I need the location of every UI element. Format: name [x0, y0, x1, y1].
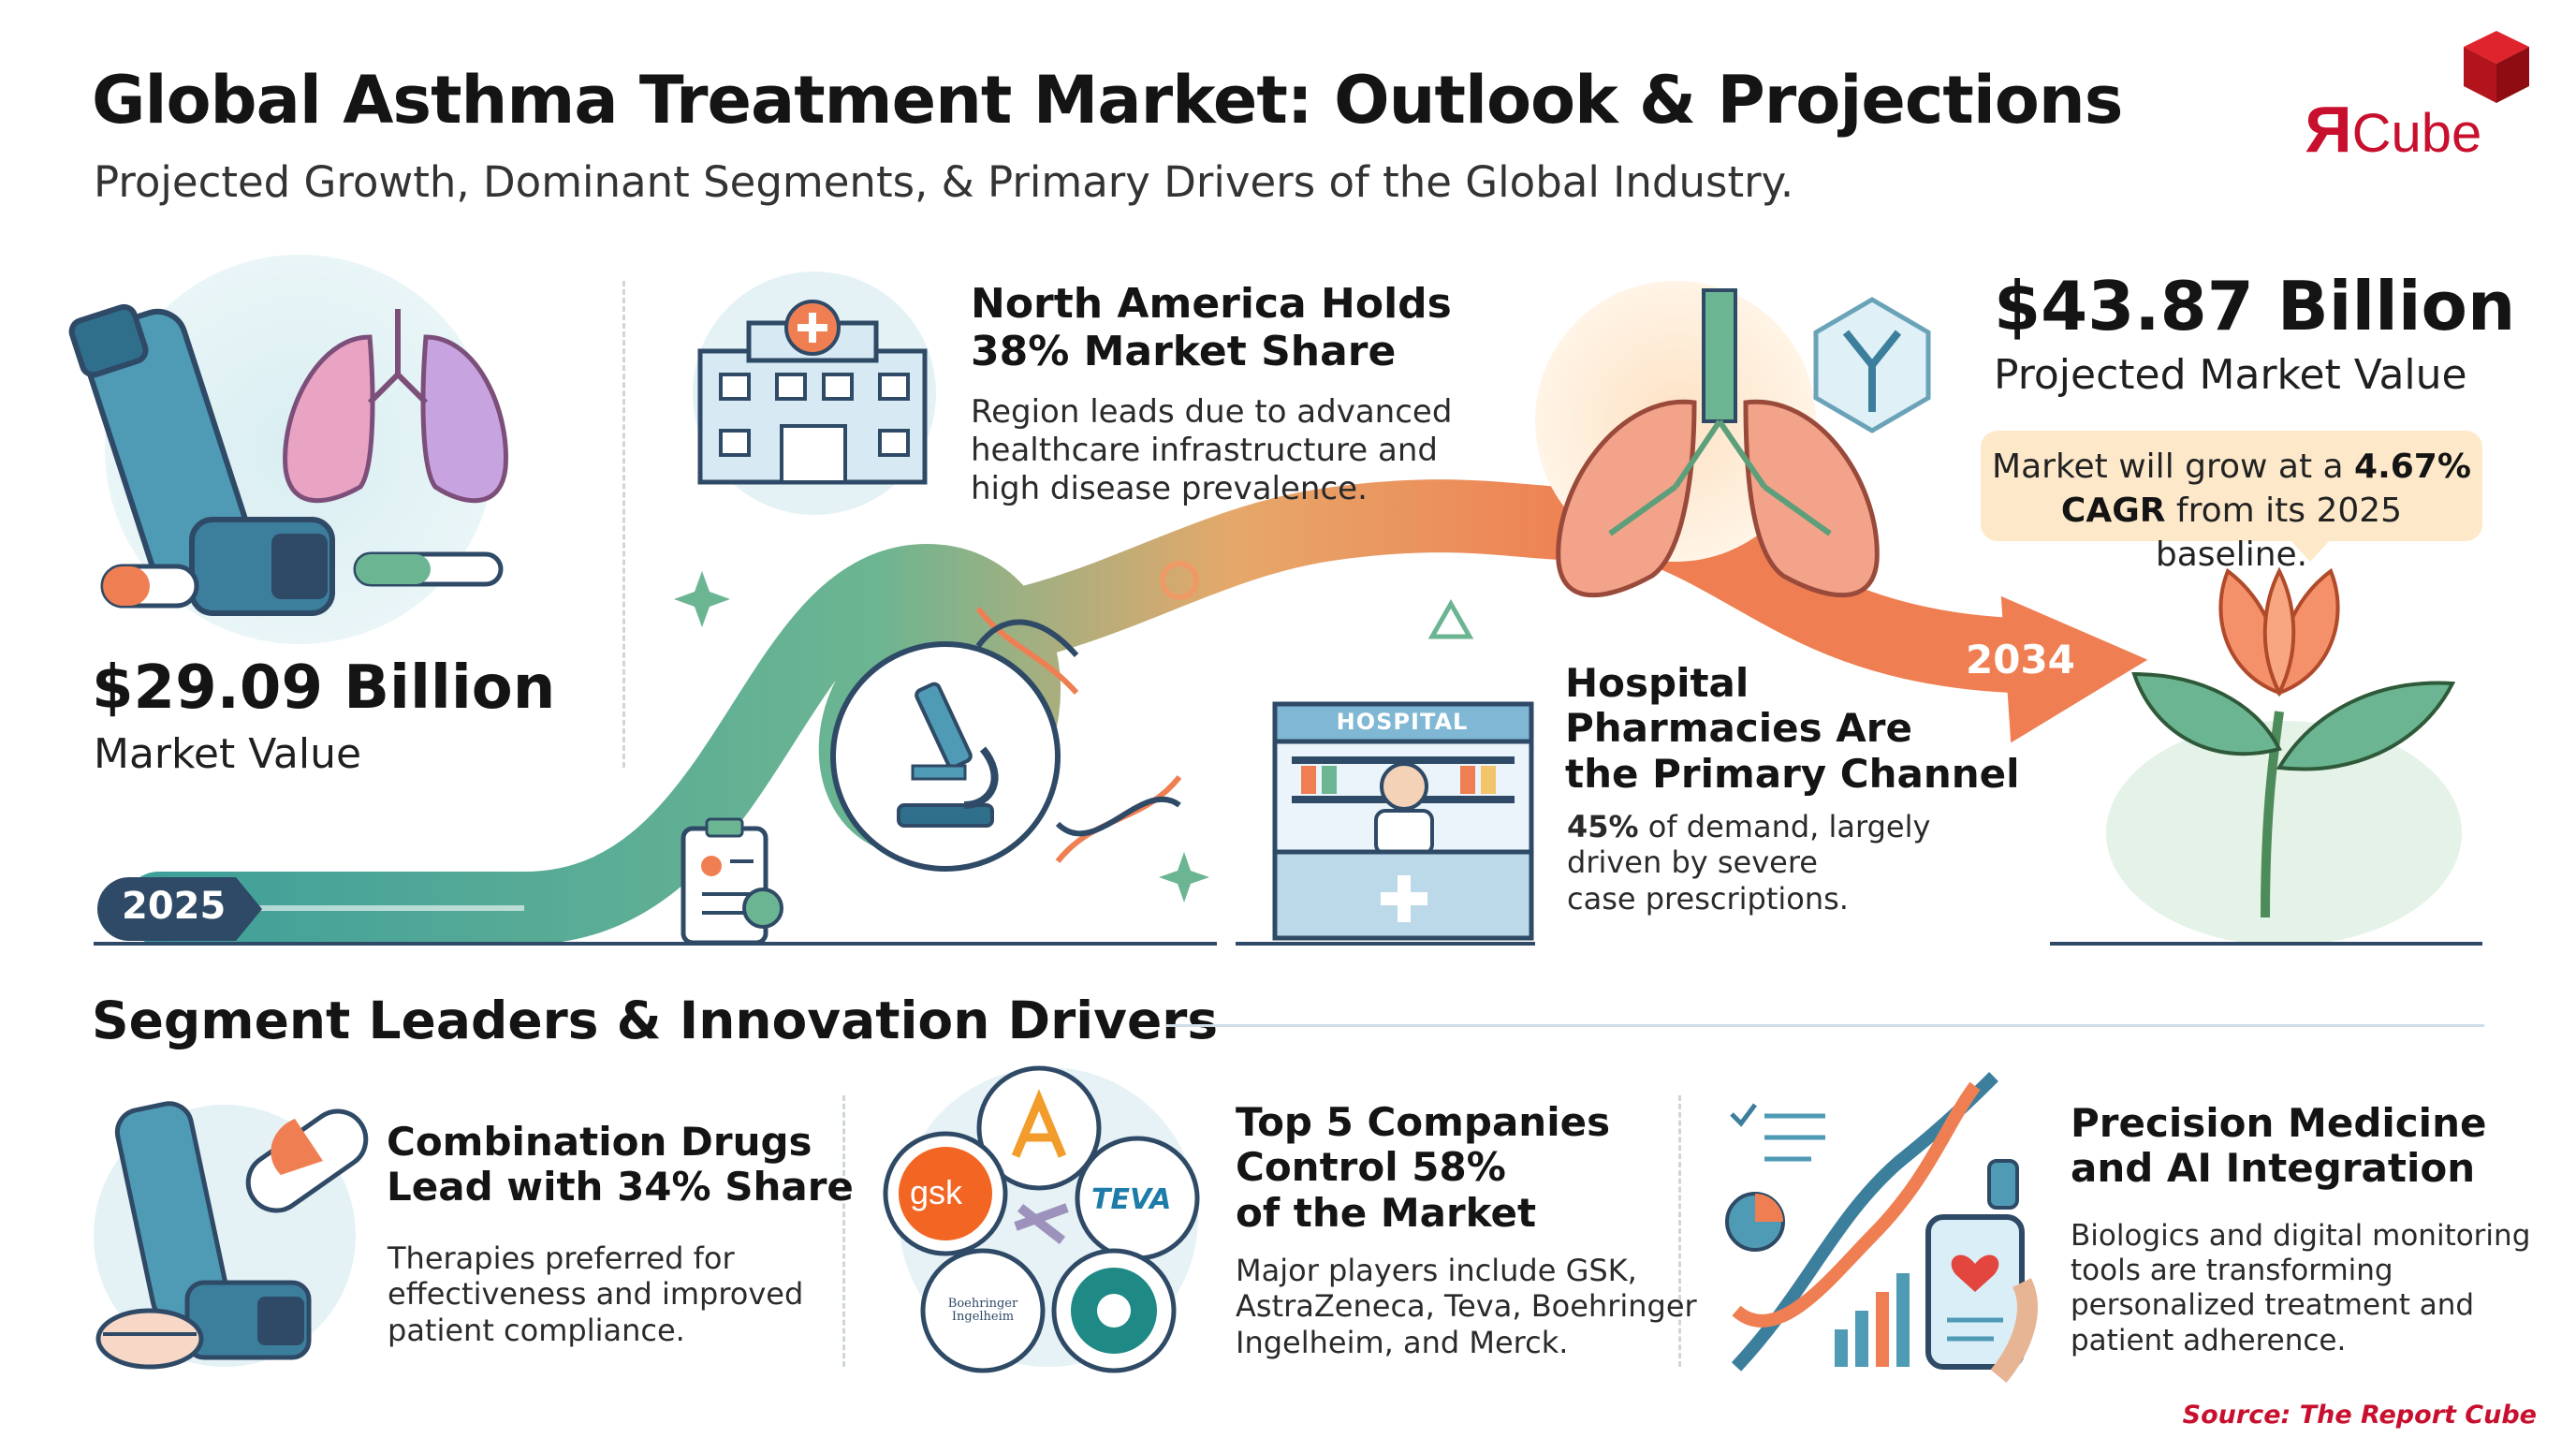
pie-chart-icon [1725, 1192, 1785, 1252]
section-title: Segment Leaders & Innovation Drivers [92, 990, 1219, 1050]
clipboard-icon [681, 817, 783, 946]
boehringer-logo [920, 1248, 1046, 1373]
hospital-desc: 45% of demand, largely driven by severe … [1567, 809, 1931, 917]
section-rule [1166, 1024, 2484, 1027]
start-year-pill: 2025 [95, 875, 264, 943]
segment-illustrations [94, 1065, 2038, 1384]
teva-logo-text: TEVA [1091, 1183, 1172, 1216]
capsule-icon [245, 1108, 369, 1213]
dna-large-icon [1731, 1072, 1998, 1372]
gsk-logo-text: gsk [910, 1173, 963, 1211]
start-year-label: 2025 [122, 885, 227, 928]
brand-logo[interactable]: RCube [2295, 26, 2539, 166]
pharmacy-icon [1272, 701, 1534, 941]
divider [622, 281, 625, 768]
tablet-icon [95, 1308, 204, 1370]
bar-chart-icon [1835, 1273, 1910, 1367]
microscope-icon [897, 682, 999, 828]
smartphone-icon [1925, 1214, 2038, 1384]
brand-logo-text: RCube [2305, 93, 2482, 166]
north-america-title: North America Holds 38% Market Share [971, 280, 1452, 375]
page-subtitle: Projected Growth, Dominant Segments, & P… [94, 157, 1794, 207]
divider [1678, 1095, 1681, 1367]
combination-desc: Therapies preferred for effectiveness an… [388, 1240, 804, 1348]
checklist-icon [1730, 1103, 1825, 1162]
market-value: $29.09 Billion [92, 653, 556, 723]
projected-value: $43.87 Billion [1994, 267, 2516, 345]
cagr-callout: Market will grow at a 4.67% CAGR from it… [1981, 431, 2482, 574]
market-value-label: Market Value [94, 730, 362, 778]
source-credit: Source: The Report Cube [2182, 1401, 2537, 1430]
sparkle-icon [674, 571, 1209, 902]
precision-title: Precision Medicine and AI Integration [2071, 1100, 2487, 1192]
companies-title: Top 5 Companies Control 58% of the Marke… [1236, 1099, 1611, 1236]
combination-title: Combination Drugs Lead with 34% Share [387, 1119, 854, 1211]
astrazeneca-logo [976, 1065, 1102, 1191]
hospital-title: Hospital Pharmacies Are the Primary Chan… [1565, 660, 2020, 797]
antibody-icon [1813, 297, 1931, 433]
precision-desc: Biologics and digital monitoring tools a… [2071, 1219, 2531, 1357]
cube-icon [2464, 31, 2529, 103]
dna-icon [975, 607, 1182, 863]
boehringer-logo-text: Boehringer Ingelheim [947, 1297, 1018, 1325]
inhaler-icon [68, 303, 335, 616]
projected-value-label: Projected Market Value [1994, 351, 2467, 399]
inhaler-tiny-icon [1987, 1159, 2019, 1210]
divider [842, 1095, 845, 1367]
north-america-desc: Region leads due to advanced healthcare … [971, 393, 1453, 507]
lungs-icon [283, 309, 508, 504]
companies-desc: Major players include GSK, AstraZeneca, … [1236, 1253, 1697, 1360]
page-title: Global Asthma Treatment Market: Outlook … [92, 62, 2123, 139]
hospital-building-icon [697, 300, 928, 485]
hospital-sign: HOSPITAL [1336, 709, 1469, 735]
lungs-large-icon [1556, 288, 1880, 598]
lotus-icon [2106, 566, 2462, 946]
end-year-label: 2034 [1966, 637, 2075, 682]
